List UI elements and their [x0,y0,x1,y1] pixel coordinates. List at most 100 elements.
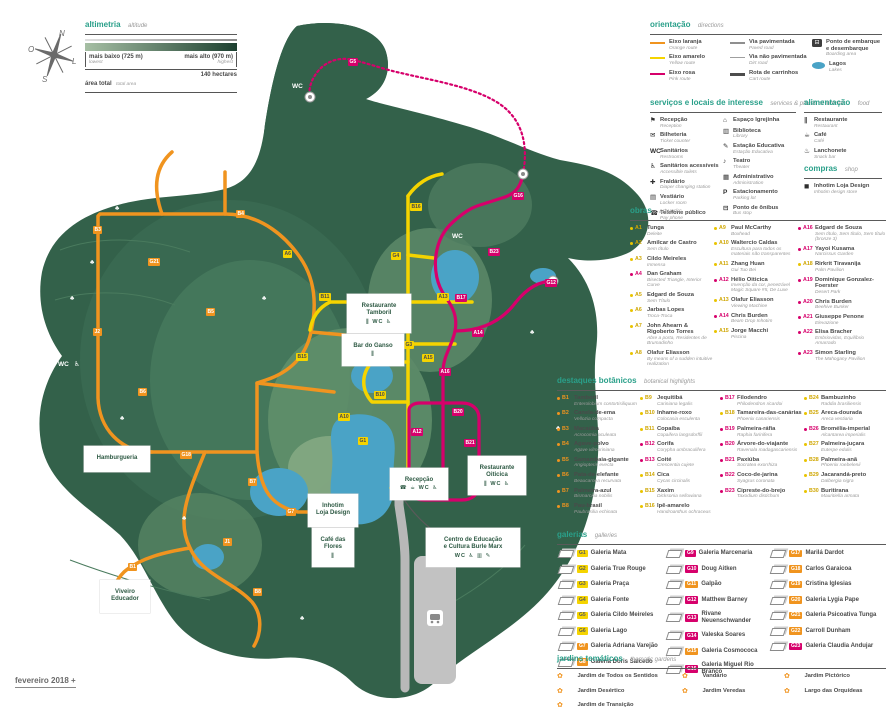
compass-w: O [28,45,34,54]
service-label-en: Administration [733,180,764,186]
legend-item: B7 Palmeira-azul Bismarckia nobilis [557,488,640,500]
gallery-building-icon [665,581,683,589]
service-label-en: Library [733,134,748,140]
item-subtitle: Enterolobium contortisiliquum [574,401,637,407]
total-area-row: área total total area 140 hectares [85,69,237,94]
item-subtitle: Inmensa [647,262,666,268]
route-color-dot [630,324,633,328]
altitude-high: mais alto (970 m)highest [184,54,233,65]
map-marker-chip: A16 [439,368,452,376]
item-subtitle: Taxodium distichum [737,494,780,500]
legend-item: A1 Tunga Deleite [630,225,714,237]
legend-item: A18 Rirkrit Tiravanija Palm Pavilion [798,261,886,273]
gallery-id-chip: G5 [577,611,588,620]
place-name: Bar do Ganso [353,343,393,350]
legend-item: A15 Jorge Macchi Piscina [714,328,798,340]
route-color-dot [798,278,801,282]
legend-item: A12 Hélio Oiticica Invenção da cor, pene… [714,277,798,294]
item-subtitle: By means of a sudden intuitive realizati… [647,356,713,368]
gallery-id-chip: G9 [685,549,696,558]
service-item: ✎ Estação Educativa Estação Educativa [723,143,796,155]
gallery-building-icon [769,596,787,605]
map-place-label: Inhotim Loja Design [308,494,358,527]
gallery-name: Galeria Marcenaria [698,550,753,557]
lake-swatch [812,62,825,70]
map-pictogram-icon: ♣ [120,415,125,422]
route-color-dot [798,316,801,320]
item-id: B24 [809,395,819,401]
gallery-id-chip: G19 [789,580,803,589]
gallery-item: G7 Galeria Adriana Varejão [557,642,665,651]
item-name: Jorge Macchi [731,328,769,335]
item-subtitle: Colocasia esculenta [657,417,700,423]
map-marker-chip: B5 [206,308,216,316]
map-marker-chip: B3 [93,226,103,234]
item-id: B29 [809,472,819,479]
galleries-col-1: G1 Galeria Mata G2 Galeria True Rouge G3… [557,549,665,683]
legend-item: B24 Bambuzinho Raddia brasiliensis [804,395,886,407]
gallery-item: G8 Galeria Doris Salcedo [557,658,665,667]
item-name: Edgard de Souza [647,291,695,298]
route-color-dot [714,278,717,282]
service-label: Inhotim Loja Design [814,183,870,189]
legend-item: A21 Giuseppe Penone Elevazione [798,314,886,326]
garden-name: Vandário [702,673,727,680]
map-marker-chip: B6 [138,388,148,396]
service-item: ☕ Café Café [804,132,882,144]
legend-item: B15 Xaxim Dicksonia sellowiana [640,488,720,500]
place-amenity-icons: ∥ WC ♿ [366,318,392,325]
map-marker-chip: A12 [411,428,424,436]
gallery-id-chip: G1 [577,549,588,558]
gallery-id-chip: G12 [685,596,699,604]
service-label: Estacionamento [733,189,778,196]
item-name: Palmeira-anã [821,456,858,463]
place-name: Recepção [404,477,434,484]
gallery-name: Galeria Doris Salcedo [590,658,653,665]
gallery-id-chip: G6 [577,627,588,635]
gallery-name: Matthew Barney [701,596,748,603]
item-name: Zhang Huan [731,261,765,268]
item-id: A5 [635,291,642,298]
item-id: A12 [719,276,729,283]
item-subtitle: Desert Park [815,289,841,295]
garden-id-chip: J4 [691,673,698,680]
item-name: Tunga [647,225,664,231]
item-name: Corifa [657,441,674,448]
services-title: serviços e locais de interesse [650,98,763,107]
item-name: Waltercio Caldas [731,240,778,247]
place-name: Centro de Educação e Cultura Burle Marx [443,537,503,551]
garden-item: ✿ J6 Jardim Pictórico [784,673,886,681]
item-name: Olafur Eliasson [647,350,690,357]
item-name: Simon Starling [815,350,856,357]
compass-e: L [72,57,76,66]
garden-name: Jardim Pictórico [804,673,850,680]
route-color-dot [640,504,643,508]
galleries-col-3: G17 Marilá Dardot G18 Carlos Garaicoa G1… [769,549,886,683]
item-subtitle: Dalbergia nigra [821,478,854,484]
service-label: Sanitários acessíveis [660,163,719,170]
gallery-name: Doug Aitken [701,565,737,572]
gallery-item: G21 Galeria Psicoativa Tunga [769,611,886,620]
place-name: Restaurante Tamboril [361,303,397,317]
gallery-item: G10 Doug Aitken [665,565,769,574]
item-name: Cildo Meireles [647,255,687,262]
item-subtitle: Acrocomia aculeata [574,432,617,438]
item-id: B3 [562,425,569,432]
gallery-id-chip: G7 [577,642,588,651]
item-name: Paxiúba [737,456,760,463]
compass-rose: N O L S [26,26,82,84]
route-color-dot [557,474,560,478]
legend-item: A22 Elisa Bracher Embriovidas, Equilíbri… [798,329,886,346]
gallery-item: G17 Marilá Dardot [769,549,886,558]
map-place-label: Hamburgueria [84,446,150,472]
legend-item: A14 Chris Burden Beam Drop Inhotim [714,313,798,325]
item-id: B12 [645,441,655,448]
altimetry-header: altimetria altitude [85,14,237,35]
gallery-id-chip: G11 [685,580,699,589]
legend-item: B30 Buritirana Mauritiella armata [804,488,886,500]
service-item: ▦ Administrativo Administration [723,174,796,186]
gallery-id-chip: G10 [685,565,699,573]
services-legend: serviços e locais de interesse services … [650,92,845,225]
item-subtitle: Euterpe edulis [821,447,852,453]
